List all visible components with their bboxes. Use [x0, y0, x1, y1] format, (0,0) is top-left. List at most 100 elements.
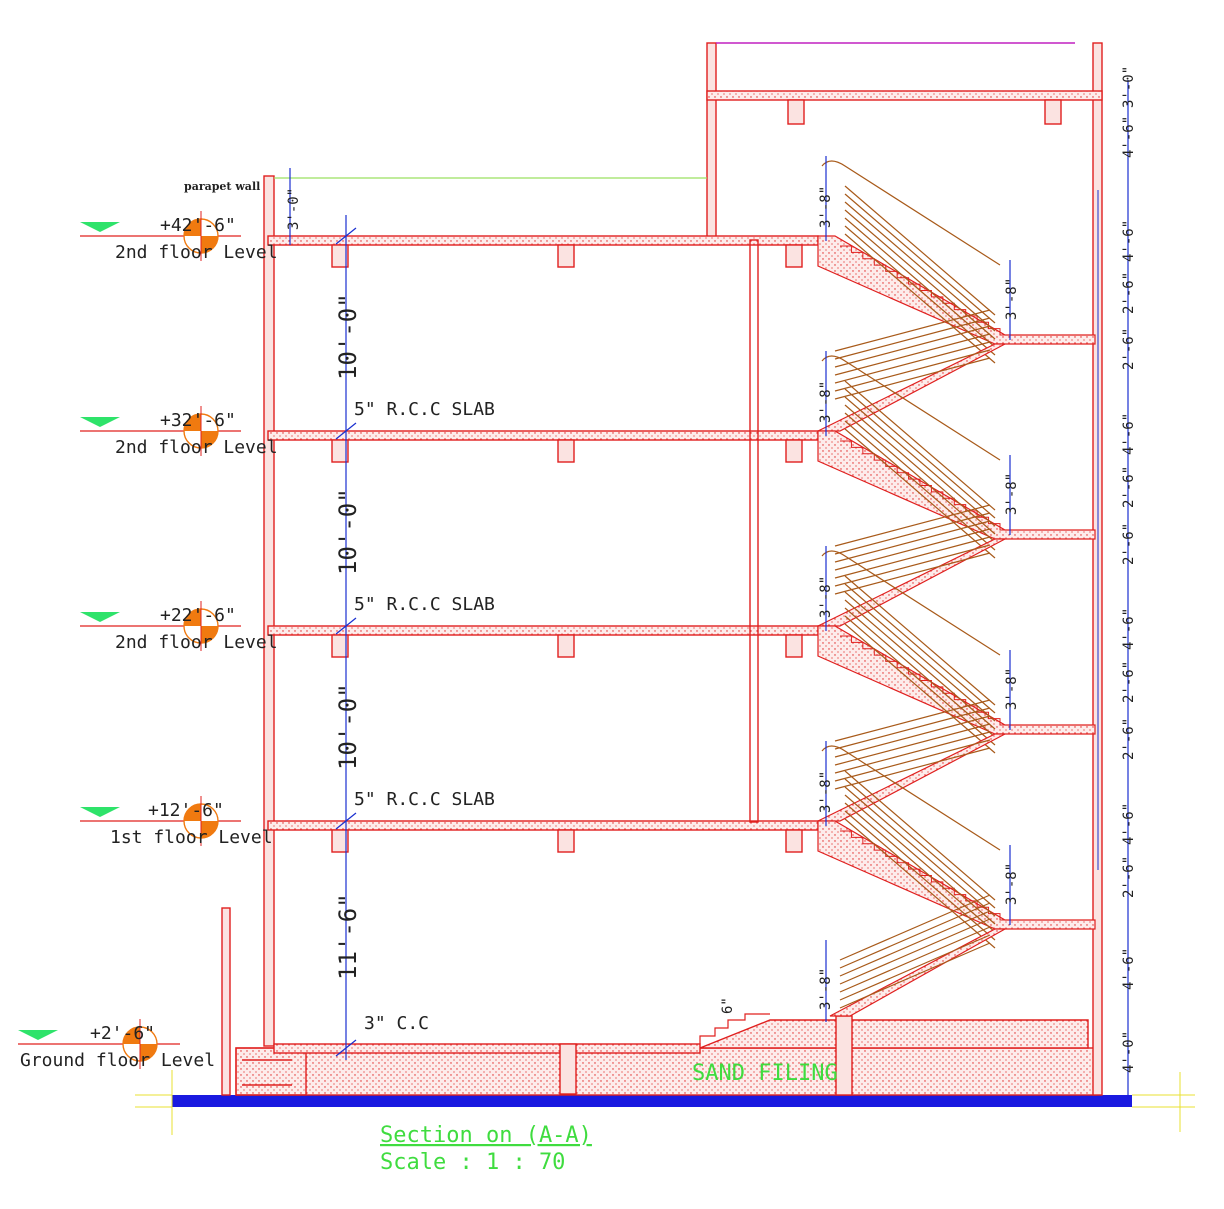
railing [834, 341, 991, 384]
parapet-label: parapet wall [184, 180, 260, 193]
ground-line [172, 1095, 1132, 1107]
dim-landing-right: 3'-8" [1004, 473, 1020, 515]
scale-label: Scale : 1 : 70 [380, 1150, 565, 1175]
railing [834, 528, 991, 571]
dim-floor-3: 10'-0" [334, 683, 362, 770]
level-name: 1st floor Level [110, 827, 273, 848]
dim-floor-2: 10'-0" [334, 488, 362, 575]
section-title: Section on (A-A) [380, 1123, 592, 1148]
dim-right: 4'-6" [1121, 116, 1137, 158]
dim-right: 4'-6" [1121, 608, 1137, 650]
railing [834, 504, 991, 547]
sand-label: SAND FILING [692, 1061, 838, 1086]
floor-slab [267, 625, 819, 636]
level-elevation: +42'-6" [160, 215, 236, 236]
dim-landing-left: 3'-8" [818, 576, 834, 618]
floor-slab [267, 820, 819, 831]
stair-flight [817, 733, 1006, 822]
railing [839, 918, 991, 985]
beam [785, 829, 803, 853]
railing [844, 396, 996, 527]
dim-landing-left: 3'-8" [818, 968, 834, 1010]
railing [834, 747, 991, 790]
beam [785, 439, 803, 463]
railing [844, 201, 996, 332]
dim-right: 2'-6" [1121, 523, 1137, 565]
dim-parapet: 3'-0" [286, 188, 302, 230]
stair-tower-left-wall [706, 42, 717, 240]
railing [839, 926, 991, 993]
dim-ground: 11'-6" [334, 893, 362, 980]
railing [839, 934, 991, 1001]
dim-landing-left: 3'-8" [818, 381, 834, 423]
railing [844, 810, 996, 941]
railing [844, 802, 996, 933]
railing [834, 723, 991, 766]
dim-tick [335, 812, 357, 830]
dim-tick [335, 422, 357, 440]
dim-right: 4'-6" [1121, 803, 1137, 845]
railing [844, 599, 996, 730]
beam [785, 244, 803, 268]
beam [785, 634, 803, 658]
dim-right: 4'-6" [1121, 220, 1137, 262]
railing [844, 233, 996, 364]
beam [331, 829, 349, 853]
beam [557, 634, 575, 658]
railing [834, 731, 991, 774]
handrail [821, 160, 1001, 266]
level-triangle-icon [80, 612, 120, 622]
railing [844, 786, 996, 917]
sand-filling [235, 1047, 1097, 1096]
level-triangle-icon [80, 222, 120, 232]
dim-right: 4'-0" [1121, 1031, 1137, 1073]
railing [834, 536, 991, 579]
dim-right: 2'-6" [1121, 856, 1137, 898]
handrail [821, 550, 1001, 656]
railing [844, 209, 996, 340]
railing [834, 707, 991, 750]
railing [844, 404, 996, 535]
level-elevation: +12'-6" [148, 800, 224, 821]
railing [834, 317, 991, 360]
dim-right: 2'-6" [1121, 466, 1137, 508]
dim-right: 2'-6" [1121, 661, 1137, 703]
roof-slab [706, 90, 1103, 101]
level-triangle-icon [80, 807, 120, 817]
dim-landing-left: 3'-8" [818, 186, 834, 228]
railing [844, 217, 996, 348]
railing [834, 333, 991, 376]
level-triangle-icon [18, 1030, 58, 1040]
dim-right-top: 3'-0" [1121, 66, 1137, 108]
railing [844, 778, 996, 909]
railing [844, 412, 996, 543]
railing [844, 380, 996, 511]
level-elevation: +22'-6" [160, 605, 236, 626]
beam [557, 829, 575, 853]
railing [834, 325, 991, 368]
stair-flight [829, 928, 1008, 1017]
level-triangle-icon [80, 417, 120, 427]
railing [844, 185, 996, 316]
slab-label-1: 5" R.C.C SLAB [354, 399, 495, 420]
floor-slab [267, 430, 819, 441]
railing [844, 225, 996, 356]
railing [844, 575, 996, 706]
plinth-beam [559, 1043, 577, 1095]
railing [844, 615, 996, 746]
railing [834, 739, 991, 782]
railing [844, 583, 996, 714]
railing [844, 770, 996, 901]
cc-label: 3" C.C [364, 1013, 429, 1034]
dim-tick [335, 617, 357, 635]
railing [834, 520, 991, 563]
entry-steps [699, 1013, 770, 1044]
railing [834, 699, 991, 742]
railing [839, 910, 991, 977]
railing [834, 357, 991, 400]
railing [844, 193, 996, 324]
railing [834, 552, 991, 595]
stair-flight [817, 343, 1006, 432]
stair-flight [817, 538, 1006, 627]
